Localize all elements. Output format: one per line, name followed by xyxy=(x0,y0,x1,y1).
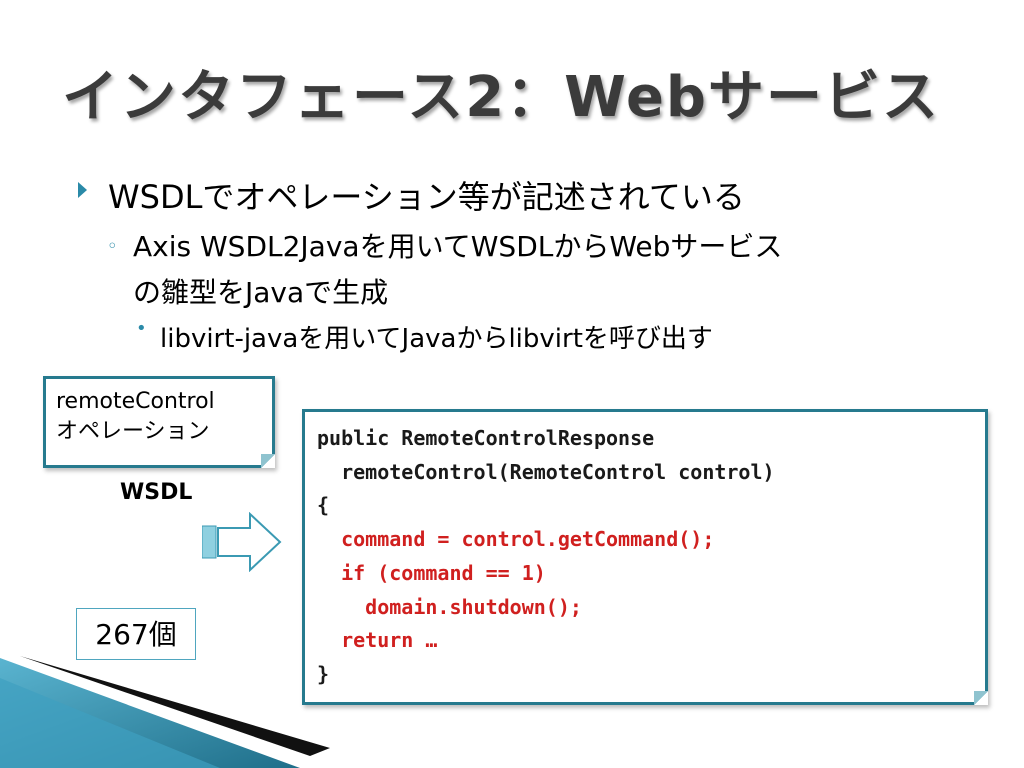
bullet-level3: • libvirt-javaを用いてJavaからlibvirtを呼び出す xyxy=(136,318,713,355)
right-arrow-icon xyxy=(202,512,282,572)
code-line: return … xyxy=(317,628,438,653)
wsdl-label: WSDL xyxy=(120,480,193,505)
dot-bullet-icon: • xyxy=(136,318,147,339)
corner-decoration xyxy=(0,656,330,768)
code-line: domain.shutdown(); xyxy=(317,594,582,619)
callout-line2: オペレーション xyxy=(56,419,210,444)
code-line: command = control.getCommand(); xyxy=(317,527,715,552)
bullet-level1: WSDLでオペレーション等が記述されている xyxy=(78,172,745,218)
bullet-level2-line1: Axis WSDL2Javaを用いてWSDLからWebサービス xyxy=(133,230,783,263)
operation-callout: remoteControl オペレーション xyxy=(43,376,275,468)
count-box: 267個 xyxy=(76,608,196,660)
circle-bullet-icon: ◦ xyxy=(107,236,118,257)
code-line: remoteControl(RemoteControl control) xyxy=(317,459,775,484)
slide-title: インタフェース2：Webサービス xyxy=(62,65,941,130)
callout-line1: remoteControl xyxy=(56,389,215,414)
bullet-level2-line2: の雛型をJavaで生成 xyxy=(133,276,389,309)
triangle-bullet-icon xyxy=(78,182,87,198)
code-line: { xyxy=(317,493,330,518)
bullet-level3-text: libvirt-javaを用いてJavaからlibvirtを呼び出す xyxy=(160,324,713,354)
code-line: if (command == 1) xyxy=(317,560,546,585)
code-line: } xyxy=(317,661,330,686)
code-callout: public RemoteControlResponse remoteContr… xyxy=(302,409,988,705)
callout-fold xyxy=(261,454,275,468)
callout-fold xyxy=(974,691,988,705)
code-line: public RemoteControlResponse xyxy=(317,426,655,450)
bullet-level2: ◦ Axis WSDL2Javaを用いてWSDLからWebサービス の雛型をJa… xyxy=(107,224,783,316)
bullet-level1-text: WSDLでオペレーション等が記述されている xyxy=(108,178,745,216)
